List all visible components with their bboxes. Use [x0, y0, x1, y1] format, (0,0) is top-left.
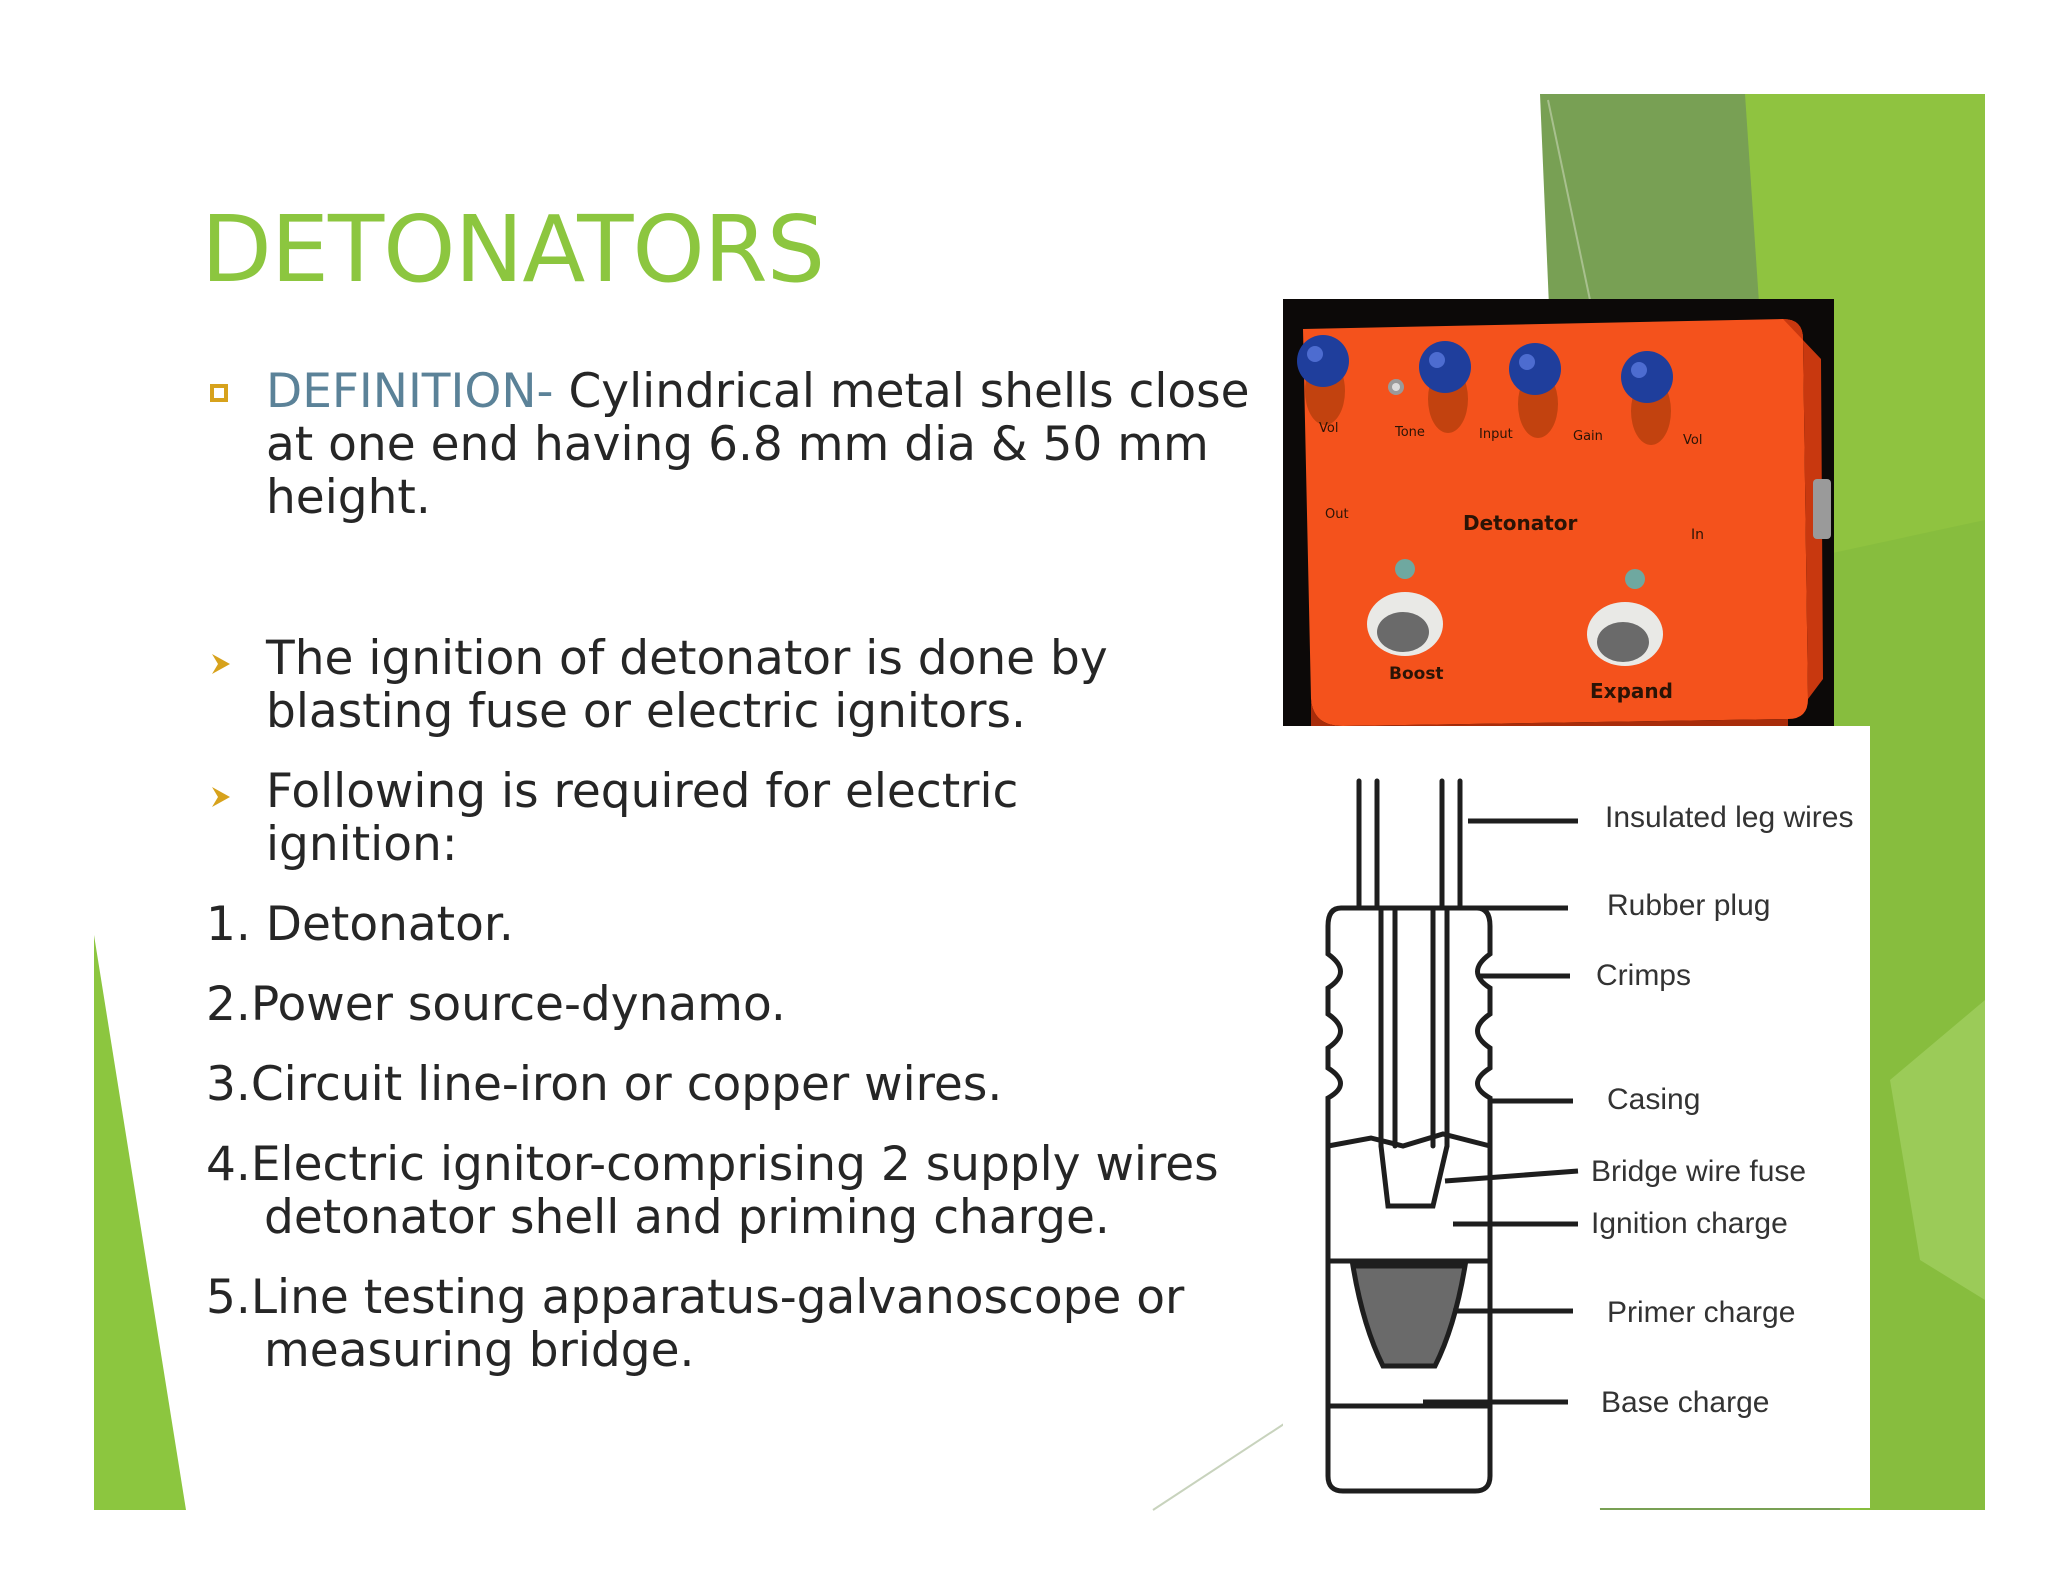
ignition-bullet: The ignition of detonator is done by bla… — [210, 632, 1108, 738]
pedal-brand-label: Detonator — [1463, 511, 1578, 535]
diagram-label: Rubber plug — [1607, 889, 1771, 922]
arrow-bullet-icon — [212, 654, 230, 674]
footswitch-label-expand: Expand — [1590, 679, 1673, 703]
slide-title: DETONATORS — [201, 196, 825, 303]
list-item: 2.Power source-dynamo. — [206, 978, 786, 1031]
item-5-line-1: 5.Line testing apparatus-galvanoscope or — [206, 1270, 1185, 1325]
diagram-label: Primer charge — [1607, 1296, 1796, 1329]
knob-label: Vol — [1319, 421, 1339, 436]
diagram-label: Base charge — [1601, 1386, 1770, 1419]
jack-label-out: Out — [1325, 507, 1349, 522]
diagram-label: Bridge wire fuse — [1591, 1155, 1807, 1188]
item-5-line-2: measuring bridge. — [264, 1323, 695, 1378]
detonator-diagram: Insulated leg wires Rubber plug Crimps C… — [1283, 726, 1870, 1508]
arrow-bullet-icon — [212, 787, 230, 807]
item-4-line-1: 4.Electric ignitor-comprising 2 supply w… — [206, 1137, 1219, 1192]
knobs — [1297, 335, 1673, 445]
item-2-text: 2.Power source-dynamo. — [206, 977, 786, 1032]
detonator-cross-section — [1325, 778, 1579, 1494]
item-4-line-2: detonator shell and priming charge. — [264, 1190, 1110, 1245]
definition-term: DEFINITION- — [266, 364, 554, 419]
item-3-text: 3.Circuit line-iron or copper wires. — [206, 1057, 1003, 1112]
bottom-decor-line — [1152, 1419, 1291, 1511]
pedal-illustration — [1283, 299, 1834, 726]
definition-line-3: height. — [266, 470, 431, 525]
square-bullet-icon — [210, 384, 228, 402]
right-decor-highlight — [1890, 1000, 1985, 1300]
requirements-bullet: Following is required for electric ignit… — [210, 765, 1018, 871]
diagram-label: Crimps — [1596, 959, 1691, 992]
knob-label: Gain — [1573, 429, 1603, 444]
definition-text-1: Cylindrical metal shells close — [553, 364, 1250, 419]
definition-line-2: at one end having 6.8 mm dia & 50 mm — [266, 417, 1209, 472]
item-1-text: 1. Detonator. — [206, 897, 514, 952]
jack-label-in: In — [1691, 527, 1705, 543]
list-item: 5.Line testing apparatus-galvanoscope or… — [206, 1271, 1184, 1377]
knob-label: Tone — [1395, 425, 1425, 440]
left-decor-panel — [94, 935, 186, 1510]
detonator-pedal-photo: Vol Tone Input Gain Vol Out Detonator In… — [1283, 299, 1834, 726]
requirements-line-2: ignition: — [266, 817, 458, 872]
diagram-label: Casing — [1607, 1083, 1701, 1116]
footswitch-label-boost: Boost — [1389, 664, 1444, 684]
footswitches — [1367, 559, 1663, 666]
definition-paragraph: DEFINITION- Cylindrical metal shells clo… — [210, 365, 1250, 524]
definition-line-1: DEFINITION- Cylindrical metal shells clo… — [210, 365, 1250, 418]
diagram-label: Ignition charge — [1591, 1207, 1788, 1240]
list-item: 1. Detonator. — [206, 898, 514, 951]
ignition-line-2: blasting fuse or electric ignitors. — [266, 684, 1026, 739]
list-item: 4.Electric ignitor-comprising 2 supply w… — [206, 1138, 1219, 1244]
diagram-label: Insulated leg wires — [1605, 801, 1854, 834]
ignition-line-1: The ignition of detonator is done by — [266, 631, 1108, 686]
list-item: 3.Circuit line-iron or copper wires. — [206, 1058, 1002, 1111]
knob-label: Vol — [1683, 433, 1703, 448]
knob-label: Input — [1479, 427, 1513, 442]
right-decor-line — [1547, 99, 1591, 301]
requirements-line-1: Following is required for electric — [266, 764, 1019, 819]
